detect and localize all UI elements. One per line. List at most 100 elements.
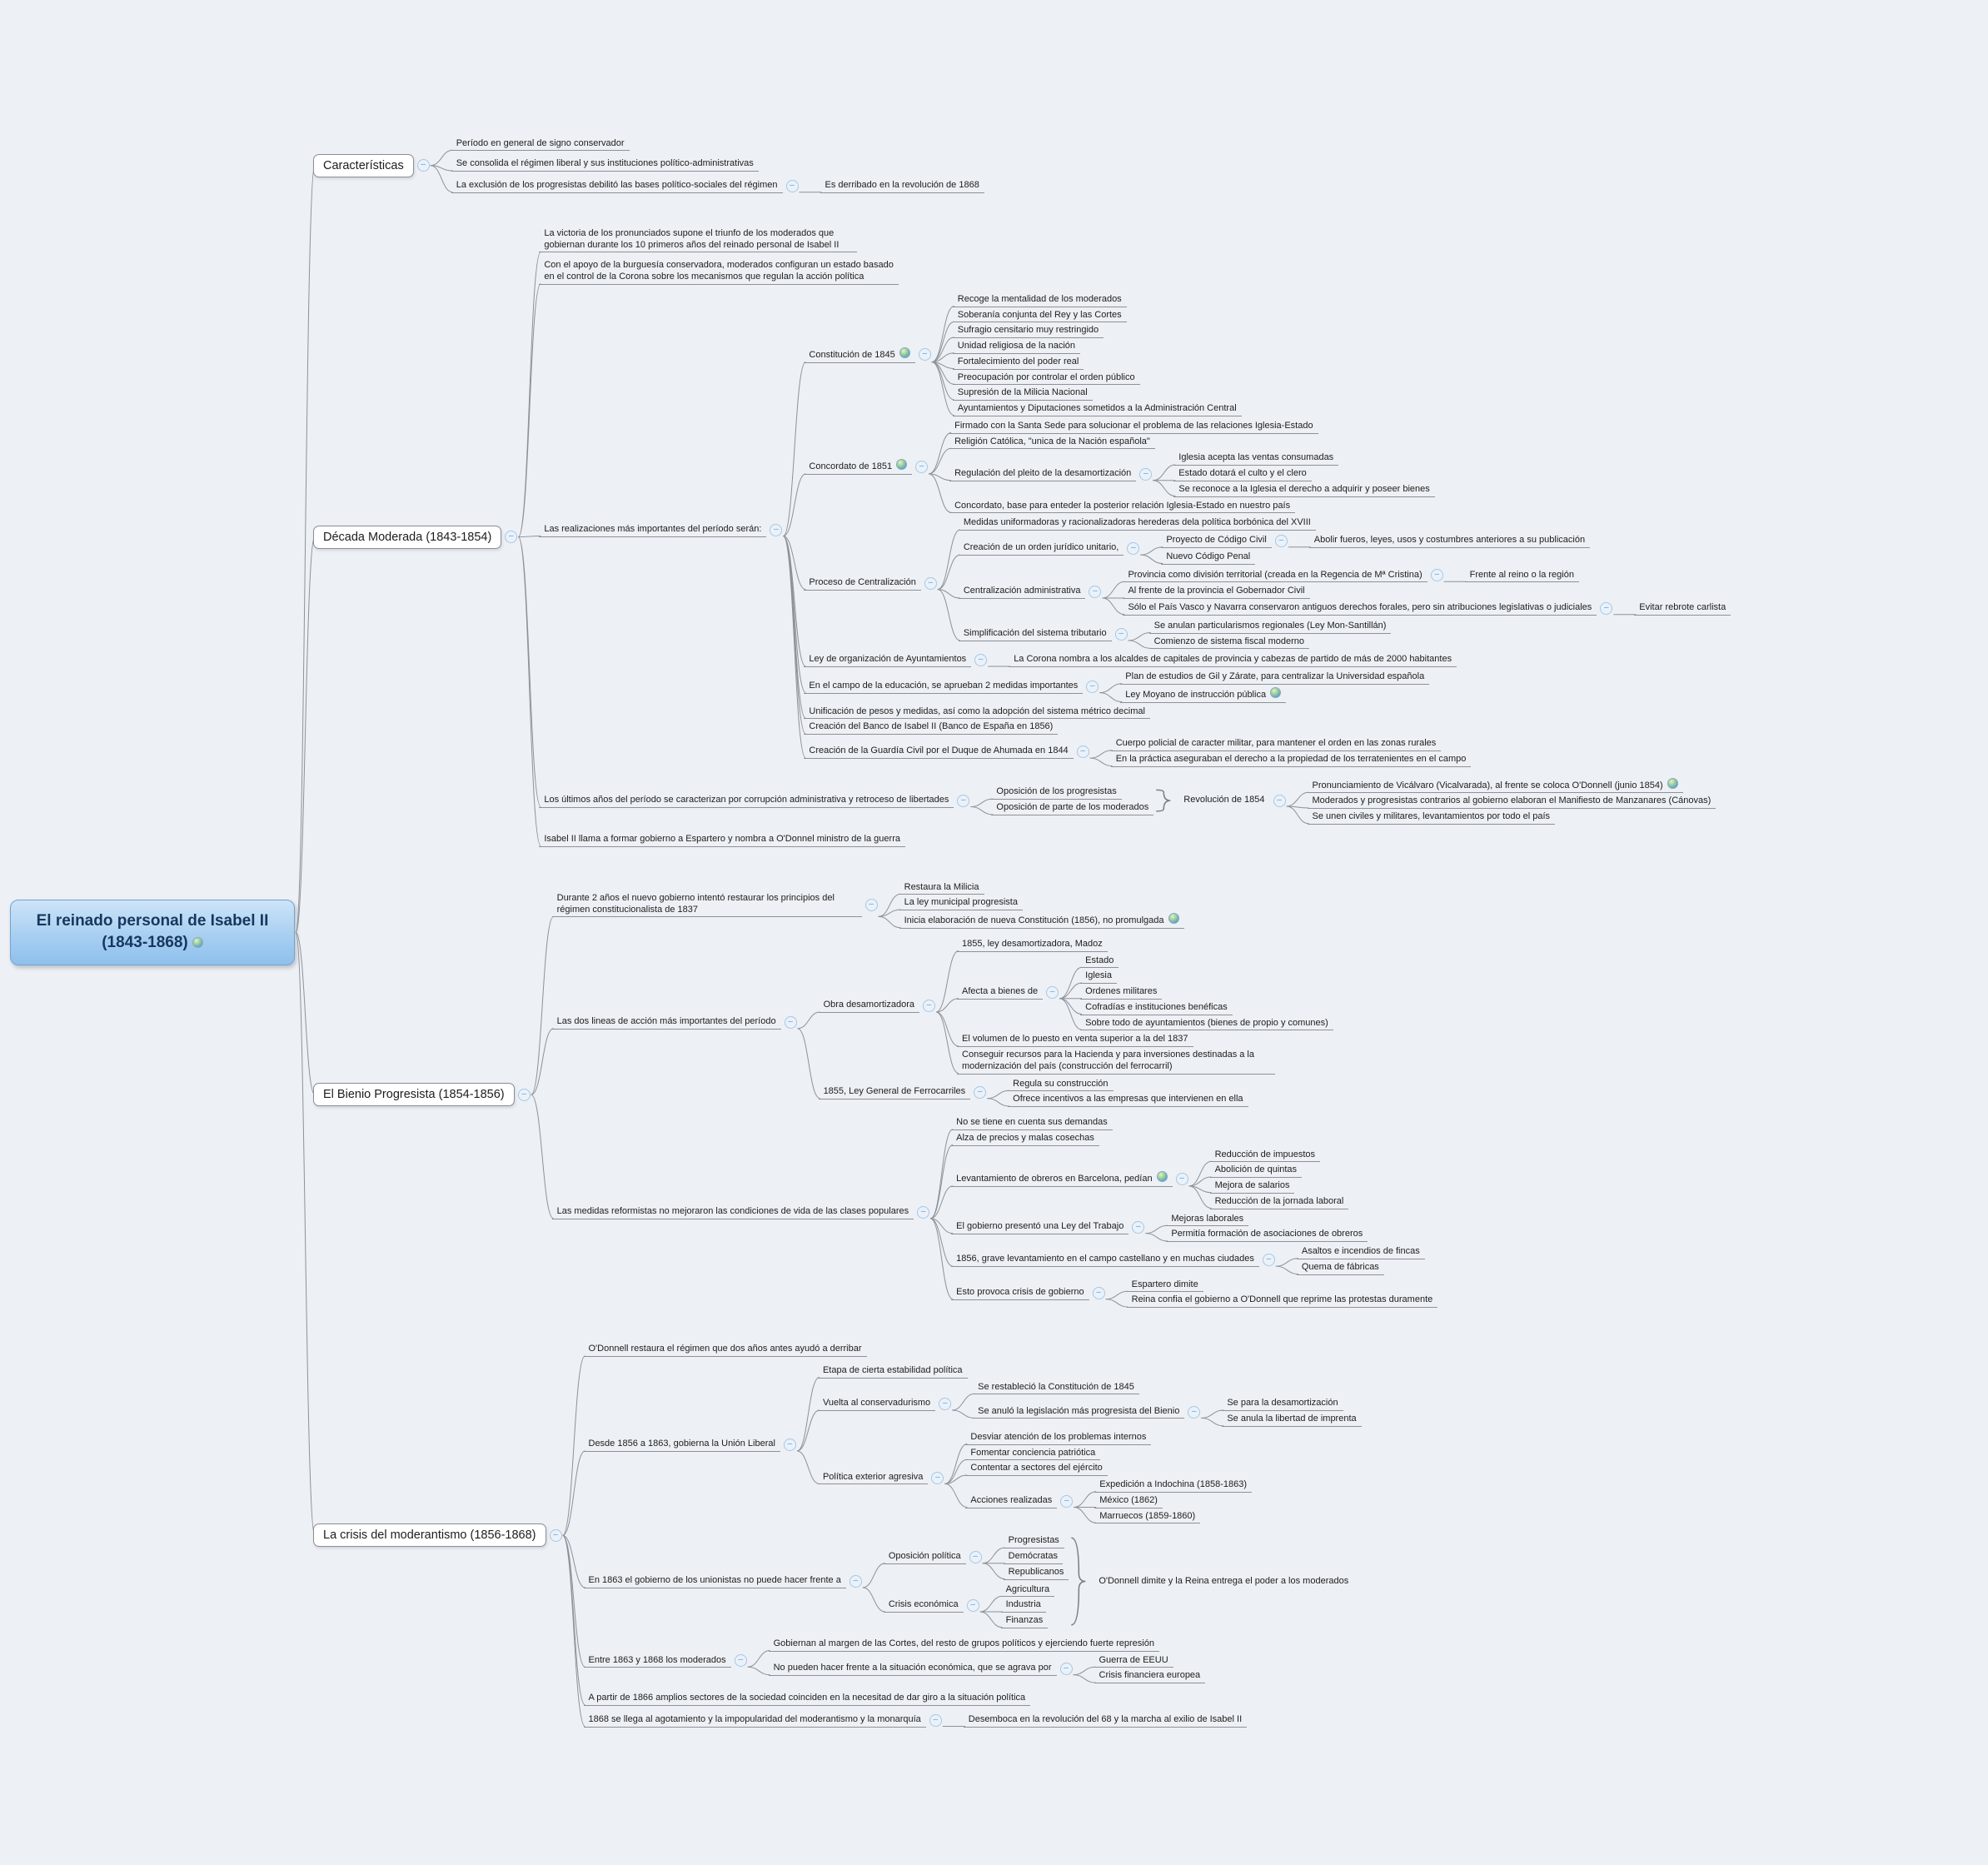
subtopic[interactable]: Se restableció la Constitución de 1845 bbox=[973, 1381, 1139, 1395]
collapse-icon[interactable]: – bbox=[1139, 467, 1153, 481]
subtopic[interactable]: No pueden hacer frente a la situación ec… bbox=[768, 1662, 1057, 1676]
subtopic[interactable]: Se reconoce a la Iglesia el derecho a ad… bbox=[1173, 483, 1435, 497]
subtopic[interactable]: Industria bbox=[1000, 1598, 1046, 1613]
subtopic[interactable]: En 1863 el gobierno de los unionistas no… bbox=[583, 1574, 846, 1588]
subtopic[interactable]: Evitar rebrote carlista bbox=[1634, 601, 1731, 616]
subtopic[interactable]: La exclusión de los progresistas debilit… bbox=[451, 179, 783, 193]
subtopic[interactable]: Sobre todo de ayuntamientos (bienes de p… bbox=[1080, 1017, 1333, 1031]
collapse-icon[interactable]: – bbox=[770, 523, 783, 536]
subtopic[interactable]: Inicia elaboración de nueva Constitución… bbox=[899, 912, 1184, 929]
collapse-icon[interactable]: – bbox=[1046, 985, 1059, 999]
subtopic[interactable]: Permitía formación de asociaciones de ob… bbox=[1166, 1228, 1368, 1242]
collapse-icon[interactable]: – bbox=[1132, 1220, 1145, 1234]
subtopic[interactable]: Firmado con la Santa Sede para soluciona… bbox=[949, 420, 1318, 434]
subtopic[interactable]: Frente al reino o la región bbox=[1464, 569, 1579, 583]
subtopic[interactable]: Marruecos (1859-1860) bbox=[1094, 1510, 1201, 1524]
subtopic[interactable]: Espartero dimite bbox=[1126, 1279, 1203, 1293]
subtopic[interactable]: Desde 1856 a 1863, gobierna la Unión Lib… bbox=[583, 1438, 780, 1452]
collapse-icon[interactable]: – bbox=[1086, 680, 1099, 693]
subtopic[interactable]: Revolución de 1854 bbox=[1178, 794, 1269, 807]
collapse-icon[interactable]: – bbox=[1114, 628, 1128, 641]
subtopic[interactable]: Afecta a bienes de bbox=[957, 985, 1044, 1000]
subtopic[interactable]: Desviar atención de los problemas intern… bbox=[965, 1431, 1152, 1445]
collapse-icon[interactable]: – bbox=[917, 1206, 930, 1219]
collapse-icon[interactable]: – bbox=[1059, 1662, 1073, 1675]
subtopic[interactable]: Concordato de 1851 bbox=[804, 458, 913, 475]
subtopic[interactable]: La victoria de los pronunciados supone e… bbox=[539, 227, 858, 253]
subtopic[interactable]: Los últimos años del período se caracter… bbox=[539, 794, 954, 808]
subtopic[interactable]: Crisis económica bbox=[883, 1598, 964, 1613]
subtopic[interactable]: Conseguir recursos para la Hacienda y pa… bbox=[957, 1049, 1276, 1075]
collapse-icon[interactable]: – bbox=[517, 1088, 531, 1101]
collapse-icon[interactable]: – bbox=[1430, 569, 1443, 582]
collapse-icon[interactable]: – bbox=[923, 1000, 936, 1013]
subtopic[interactable]: Las realizaciones más importantes del pe… bbox=[539, 523, 767, 537]
subtopic[interactable]: Cuerpo policial de caracter militar, par… bbox=[1110, 737, 1442, 751]
subtopic[interactable]: Sólo el País Vasco y Navarra conservaron… bbox=[1123, 601, 1597, 616]
subtopic[interactable]: Política exterior agresiva bbox=[817, 1471, 929, 1485]
subtopic[interactable]: Recoge la mentalidad de los moderados bbox=[952, 293, 1127, 307]
subtopic[interactable]: Proceso de Centralización bbox=[804, 576, 921, 591]
globe-icon[interactable] bbox=[1168, 913, 1179, 924]
collapse-icon[interactable]: – bbox=[924, 576, 937, 590]
central-topic[interactable]: El reinado personal de Isabel II (1843-1… bbox=[10, 899, 295, 966]
subtopic[interactable]: Oposición política bbox=[883, 1550, 966, 1564]
subtopic[interactable]: Se consolida el régimen liberal y sus in… bbox=[451, 157, 759, 172]
subtopic[interactable]: Proyecto de Código Civil bbox=[1161, 534, 1272, 548]
subtopic[interactable]: Mejora de salarios bbox=[1209, 1179, 1295, 1194]
collapse-icon[interactable]: – bbox=[1092, 1286, 1105, 1299]
subtopic[interactable]: Plan de estudios de Gil y Zárate, para c… bbox=[1120, 671, 1430, 685]
subtopic[interactable]: Es derribado en la revolución de 1868 bbox=[820, 179, 984, 193]
collapse-icon[interactable]: – bbox=[1273, 794, 1286, 807]
subtopic[interactable]: Período en general de signo conservador bbox=[451, 137, 630, 152]
subtopic[interactable]: Pronunciamiento de Vicálvaro (Vicalvarad… bbox=[1307, 777, 1683, 794]
collapse-icon[interactable]: – bbox=[918, 348, 931, 362]
collapse-icon[interactable]: – bbox=[915, 460, 929, 473]
subtopic[interactable]: Crisis financiera europea bbox=[1094, 1669, 1206, 1683]
collapse-icon[interactable]: – bbox=[966, 1599, 979, 1613]
collapse-icon[interactable]: – bbox=[1127, 542, 1140, 556]
subtopic[interactable]: Se anulan particularismos regionales (Le… bbox=[1148, 620, 1392, 634]
subtopic[interactable]: Regulación del pleito de la desamortizac… bbox=[949, 467, 1137, 481]
subtopic[interactable]: Al frente de la provincia el Gobernador … bbox=[1123, 585, 1310, 599]
subtopic[interactable]: Se anuló la legislación más progresista … bbox=[973, 1405, 1185, 1419]
subtopic[interactable]: Agricultura bbox=[1000, 1583, 1055, 1598]
subtopic[interactable]: Religión Católica, "unica de la Nación e… bbox=[949, 436, 1155, 450]
subtopic[interactable]: Provincia como división territorial (cre… bbox=[1123, 569, 1427, 583]
subtopic[interactable]: A partir de 1866 amplios sectores de la … bbox=[583, 1692, 1031, 1706]
subtopic[interactable]: El gobierno presentó una Ley del Trabajo bbox=[951, 1220, 1129, 1234]
collapse-icon[interactable]: – bbox=[929, 1713, 942, 1727]
subtopic[interactable]: Asaltos e incendios de fincas bbox=[1296, 1245, 1425, 1259]
globe-icon[interactable] bbox=[1270, 686, 1282, 698]
collapse-icon[interactable]: – bbox=[734, 1654, 747, 1668]
subtopic[interactable]: Medidas uniformadoras y racionalizadoras… bbox=[958, 516, 1316, 531]
subtopic[interactable]: 1855, Ley General de Ferrocarriles bbox=[818, 1085, 971, 1100]
subtopic[interactable]: Etapa de cierta estabilidad política bbox=[817, 1364, 968, 1379]
subtopic[interactable]: Republicanos bbox=[1003, 1566, 1069, 1580]
globe-icon[interactable] bbox=[1156, 1171, 1168, 1183]
subtopic[interactable]: Quema de fábricas bbox=[1296, 1261, 1384, 1275]
subtopic[interactable]: Levantamiento de obreros en Barcelona, p… bbox=[951, 1170, 1173, 1187]
subtopic[interactable]: Ley de organización de Ayuntamientos bbox=[804, 653, 972, 667]
subtopic[interactable]: Reducción de impuestos bbox=[1209, 1149, 1321, 1163]
subtopic[interactable]: Guerra de EEUU bbox=[1094, 1654, 1173, 1668]
subtopic[interactable]: Ley Moyano de instrucción pública bbox=[1120, 686, 1287, 703]
subtopic[interactable]: Soberanía conjunta del Rey y las Cortes bbox=[952, 309, 1127, 323]
subtopic[interactable]: Creación de la Guardía Civil por el Duqu… bbox=[804, 745, 1074, 760]
collapse-icon[interactable]: – bbox=[1076, 746, 1089, 759]
collapse-icon[interactable]: – bbox=[939, 1398, 952, 1411]
subtopic[interactable]: Gobiernan al margen de las Cortes, del r… bbox=[768, 1638, 1159, 1652]
subtopic[interactable]: Entre 1863 y 1868 los moderados bbox=[583, 1654, 731, 1668]
subtopic[interactable]: Constitución de 1845 bbox=[804, 347, 915, 363]
main-topic[interactable]: Década Moderada (1843-1854) bbox=[313, 525, 502, 549]
subtopic[interactable]: Con el apoyo de la burguesía conservador… bbox=[539, 259, 899, 285]
collapse-icon[interactable]: – bbox=[505, 531, 518, 544]
subtopic[interactable]: Reina confia el gobierno a O'Donnell que… bbox=[1126, 1294, 1438, 1308]
subtopic[interactable]: Acciones realizadas bbox=[965, 1494, 1058, 1508]
subtopic[interactable]: Mejoras laborales bbox=[1166, 1213, 1249, 1227]
collapse-icon[interactable]: – bbox=[549, 1528, 562, 1542]
subtopic[interactable]: La ley municipal progresista bbox=[899, 896, 1023, 910]
collapse-icon[interactable]: – bbox=[1262, 1254, 1275, 1267]
subtopic[interactable]: 1855, ley desamortizadora, Madoz bbox=[957, 938, 1108, 952]
subtopic[interactable]: Abolición de quintas bbox=[1209, 1164, 1303, 1178]
